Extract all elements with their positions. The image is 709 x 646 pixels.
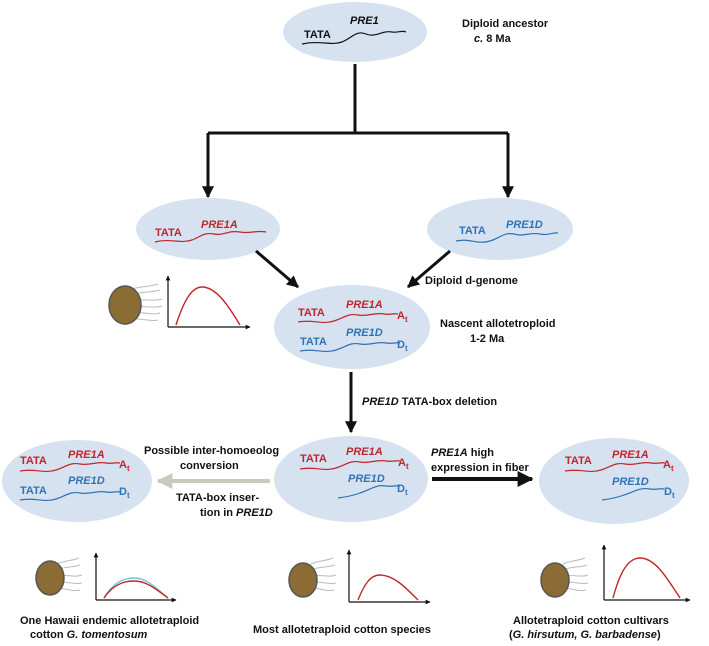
diploid-d-sequence-line xyxy=(455,232,559,243)
left-node: TATA PRE1A At TATA PRE1D Dt xyxy=(2,440,152,522)
expression-plot-right xyxy=(601,544,691,603)
ancestor-label: Diploid ancestor xyxy=(462,18,549,30)
caption-right-line1: Allotetraploid cotton cultivars xyxy=(513,615,669,627)
caption-middle: Most allotetraploid cotton species xyxy=(253,624,431,636)
expression-label-line1: PRE1A high xyxy=(431,447,494,459)
merge-arrow-a xyxy=(255,249,299,289)
diploid-a-pre1a-label: PRE1A xyxy=(201,219,238,231)
caption-left-line1: One Hawaii endemic allotetraploid xyxy=(20,615,199,627)
expression-label-line2: expression in fiber xyxy=(431,462,530,474)
nascent-age-label: 1-2 Ma xyxy=(470,333,505,345)
right-pre1d-label: PRE1D xyxy=(612,476,649,488)
left-tata-a-label: TATA xyxy=(20,455,47,467)
insertion-label-line2: tion in PRE1D xyxy=(200,507,273,519)
ancestor-age-label: c. 8 Ma xyxy=(474,33,512,45)
fiber-seed-right xyxy=(540,557,589,598)
ancestor-pre1-label: PRE1 xyxy=(350,15,379,27)
middle-at-label: At xyxy=(398,457,409,471)
nascent-tata-d-label: TATA xyxy=(300,336,327,348)
divergence-tree xyxy=(202,64,514,199)
left-pre1a-label: PRE1A xyxy=(68,449,105,461)
fiber-seed-left xyxy=(35,557,83,596)
diploid-a-tata-label: TATA xyxy=(155,227,182,239)
middle-pre1d-label: PRE1D xyxy=(348,473,385,485)
diploid-a-node: TATA PRE1A xyxy=(136,198,280,260)
diploid-d-tata-label: TATA xyxy=(459,225,486,237)
middle-tata-a-label: TATA xyxy=(300,453,327,465)
middle-dt-label: Dt xyxy=(397,483,408,497)
deletion-label: PRE1D TATA-box deletion xyxy=(362,396,497,408)
left-tata-d-label: TATA xyxy=(20,485,47,497)
left-dt-label: Dt xyxy=(119,486,130,500)
right-pre1a-label: PRE1A xyxy=(612,449,649,461)
left-at-label: At xyxy=(119,459,130,473)
right-node: TATA PRE1A At PRE1D Dt xyxy=(539,438,689,524)
ancestor-sequence-line xyxy=(301,30,407,45)
merge-arrow-d xyxy=(407,249,451,289)
expression-plot-left xyxy=(93,552,177,603)
nascent-at-label: At xyxy=(397,310,408,324)
ancestor-tata-label: TATA xyxy=(304,29,331,41)
nascent-label: Nascent allotetroploid xyxy=(440,318,556,330)
caption-right-line2: (G. hirsutum, G. barbadense) xyxy=(509,629,661,641)
diploid-a-sequence-line xyxy=(154,230,267,243)
ancestor-node: TATA PRE1 xyxy=(283,2,427,62)
insertion-label-line1: TATA-box inser- xyxy=(176,492,259,504)
nascent-dt-label: Dt xyxy=(397,339,408,353)
nascent-pre1d-label: PRE1D xyxy=(346,327,383,339)
diploid-d-node: TATA PRE1D xyxy=(427,198,573,260)
right-tata-a-label: TATA xyxy=(565,455,592,467)
diploid-d-pre1d-label: PRE1D xyxy=(506,219,543,231)
fiber-seed-middle xyxy=(288,557,337,598)
nascent-tata-a-label: TATA xyxy=(298,307,325,319)
nascent-pre1a-label: PRE1A xyxy=(346,299,383,311)
expression-plot-middle xyxy=(346,549,431,605)
right-dt-label: Dt xyxy=(664,486,675,500)
conversion-label-line2: conversion xyxy=(180,460,239,472)
left-pre1d-label: PRE1D xyxy=(68,475,105,487)
diploid-d-genome-label: Diploid d-genome xyxy=(425,275,518,287)
caption-left-line2: cotton G. tomentosum xyxy=(30,629,148,641)
middle-pre1a-label: PRE1A xyxy=(346,446,383,458)
conversion-label-line1: Possible inter-homoeolog xyxy=(144,445,279,457)
middle-node: TATA PRE1A At PRE1D Dt xyxy=(274,436,428,522)
expression-plot-diploid-a xyxy=(165,275,251,330)
right-at-label: At xyxy=(663,459,674,473)
nascent-allotetraploid-node: TATA PRE1A At TATA PRE1D Dt xyxy=(274,285,430,369)
fiber-seed-diploid-a xyxy=(108,283,163,325)
